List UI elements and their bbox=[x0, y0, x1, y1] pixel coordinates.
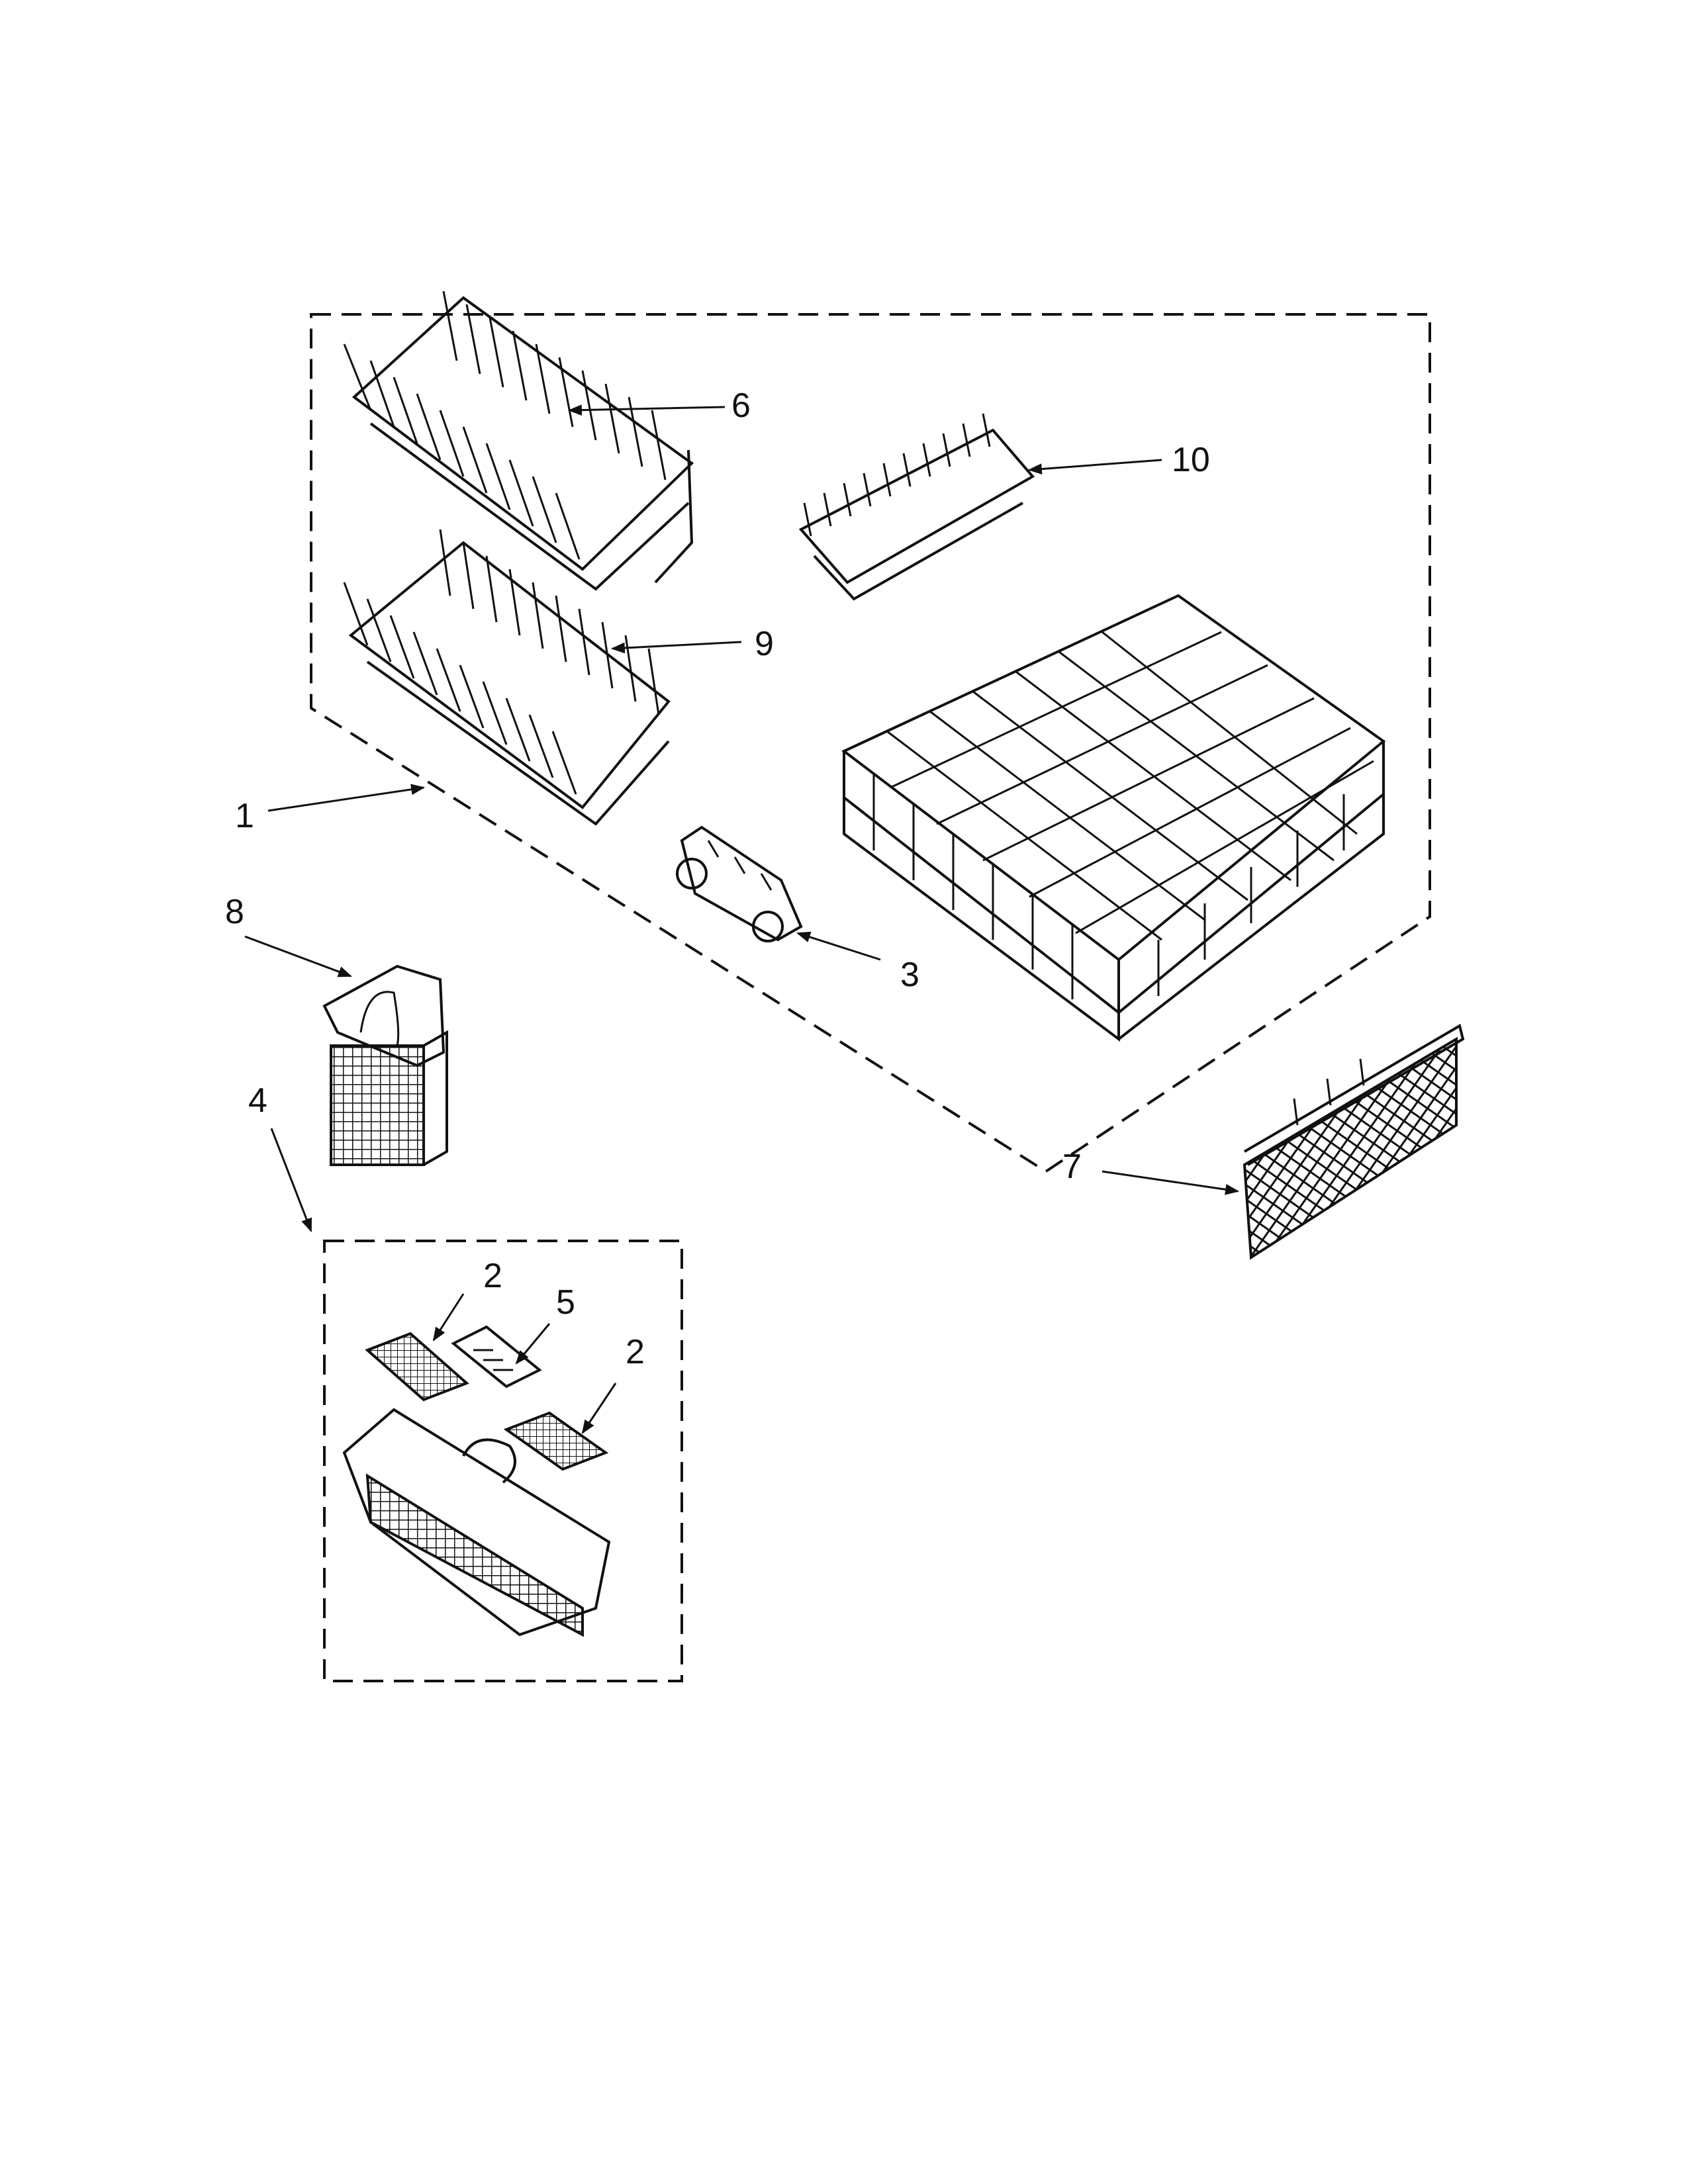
callout-6: 6 bbox=[731, 387, 751, 425]
callout-8: 8 bbox=[225, 893, 244, 931]
callout-5: 5 bbox=[556, 1283, 575, 1322]
rack-roller bbox=[676, 825, 803, 942]
basket-cover-right bbox=[503, 1411, 609, 1471]
callout-9: 9 bbox=[755, 625, 774, 663]
basket-kit-boundary bbox=[323, 1240, 683, 1682]
callout-7: 7 bbox=[1062, 1148, 1082, 1186]
tine-row-upper bbox=[343, 291, 694, 591]
callout-1: 1 bbox=[235, 797, 254, 835]
small-cutlery-basket bbox=[322, 964, 448, 1166]
callout-3: 3 bbox=[900, 956, 919, 994]
callout-2-right: 2 bbox=[626, 1333, 645, 1371]
lower-dishrack bbox=[841, 594, 1386, 1042]
tine-row-lower bbox=[343, 529, 671, 826]
mesh-shield bbox=[1243, 1023, 1465, 1260]
rack-kit-boundary bbox=[310, 313, 1431, 1173]
basket-cover-middle bbox=[451, 1325, 542, 1388]
leader-lines bbox=[244, 404, 1240, 1434]
callout-2-left: 2 bbox=[483, 1257, 502, 1295]
callout-4: 4 bbox=[248, 1081, 267, 1120]
cup-shelf-tines bbox=[798, 413, 1035, 601]
callout-10: 10 bbox=[1172, 441, 1210, 479]
silverware-basket bbox=[342, 1408, 611, 1637]
basket-cover-left bbox=[365, 1332, 469, 1402]
